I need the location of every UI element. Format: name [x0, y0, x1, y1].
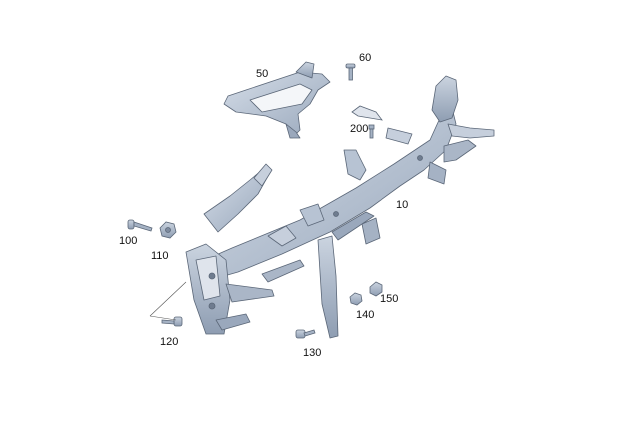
- part-130-bolt: [295, 329, 316, 339]
- part-150-clip: [369, 281, 383, 297]
- part-50-bracket: [223, 61, 331, 139]
- part-10-crossmember: [185, 75, 495, 339]
- label-140: 140: [356, 309, 375, 321]
- label-200: 200: [350, 123, 369, 135]
- part-200-clip: [351, 105, 383, 139]
- part-140-nut: [349, 292, 363, 306]
- part-120-bolt: [161, 316, 183, 327]
- label-150: 150: [380, 293, 399, 305]
- label-50: 50: [256, 68, 269, 80]
- label-60: 60: [359, 52, 372, 64]
- part-100-bolt: [127, 219, 153, 232]
- label-130: 130: [303, 347, 322, 359]
- part-60-bolt: [345, 63, 356, 81]
- leader-lines-120: [149, 281, 187, 321]
- label-110: 110: [151, 250, 169, 262]
- part-110-nut: [159, 221, 177, 239]
- label-120: 120: [160, 336, 179, 348]
- label-100: 100: [119, 235, 138, 247]
- label-10: 10: [396, 199, 409, 211]
